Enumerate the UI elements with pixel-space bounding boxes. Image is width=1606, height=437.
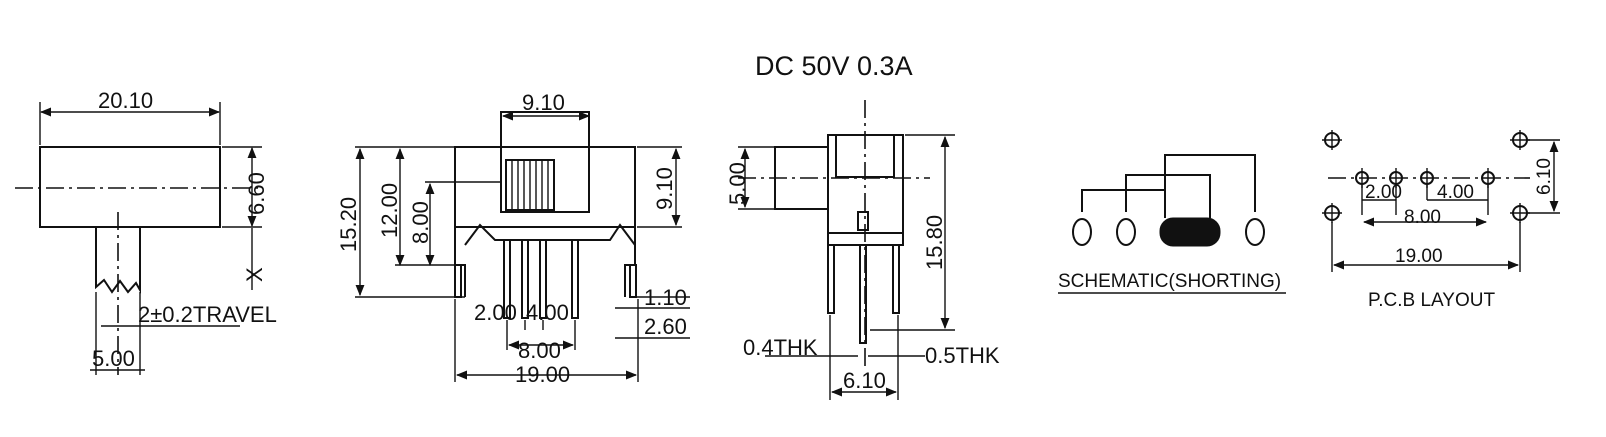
pcb-pads — [1322, 130, 1530, 223]
end-thk-left-label: 0.4THK — [743, 335, 818, 360]
end-thk-right-label: 0.5THK — [925, 343, 1000, 368]
end-width-label: 6.10 — [843, 368, 886, 393]
schematic: SCHEMATIC(SHORTING) — [1058, 154, 1286, 294]
front-actuator-width-label: 9.10 — [522, 90, 565, 115]
end-actuator-label: 5.00 — [725, 162, 750, 205]
side-width-label: 20.10 — [98, 88, 153, 113]
front-total-width-label: 19.00 — [515, 362, 570, 387]
terminal-4 — [1245, 218, 1265, 246]
terminal-1 — [1072, 218, 1092, 246]
pcb-pitch-b-label: 4.00 — [1437, 182, 1474, 203]
end-height-label: 15.80 — [922, 215, 947, 270]
front-height8-label: 8.00 — [408, 201, 433, 244]
pcb-pitch-a-label: 2.00 — [1365, 182, 1402, 203]
pcb-span-label: 8.00 — [1404, 207, 1441, 228]
front-pitch-a-label: 2.00 — [474, 300, 517, 325]
front-pin-len-a-label: 1.10 — [644, 285, 687, 310]
actuator-ribs — [511, 160, 549, 210]
pcb-layout: 2.00 4.00 8.00 19.00 6.10 P.C.B LAYOUT — [1322, 130, 1560, 311]
terminal-2 — [1116, 218, 1136, 246]
front-actuator — [500, 111, 590, 213]
front-total-height-label: 15.20 — [336, 197, 361, 252]
pcb-row-spacing-label: 6.10 — [1534, 158, 1555, 195]
travel-label: 2±0.2TRAVEL — [138, 302, 277, 327]
end-pin-left — [827, 244, 835, 314]
pcb-total-label: 19.00 — [1395, 246, 1443, 267]
end-pin-right — [892, 244, 900, 314]
schematic-label: SCHEMATIC(SHORTING) — [1058, 271, 1281, 292]
pcb-label: P.C.B LAYOUT — [1368, 290, 1495, 311]
rating-label: DC 50V 0.3A — [755, 51, 913, 81]
actuator — [95, 227, 141, 294]
front-height12-label: 12.00 — [377, 183, 402, 238]
front-pitch-b-label: 4.00 — [526, 300, 569, 325]
end-pin-center — [859, 244, 867, 344]
end-view: 5.00 15.80 0.4THK 0.5THK 6.10 — [725, 100, 1000, 400]
side-x-label: X — [242, 267, 267, 282]
side-height-label: 6.60 — [244, 172, 269, 215]
switch-body — [39, 146, 221, 228]
side-actuator-label: 5.00 — [92, 346, 135, 371]
front-pin-len-b-label: 2.60 — [644, 314, 687, 339]
side-view: 20.10 6.60 X 2±0.2TRAVEL 5.00 — [15, 88, 277, 375]
front-view: 9.10 15.20 12.00 8.00 9.10 2.00 4.00 8.0… — [336, 90, 690, 387]
front-span-label: 8.00 — [518, 338, 561, 363]
shorting-contact — [1159, 217, 1221, 247]
front-right-height-label: 9.10 — [652, 167, 677, 210]
